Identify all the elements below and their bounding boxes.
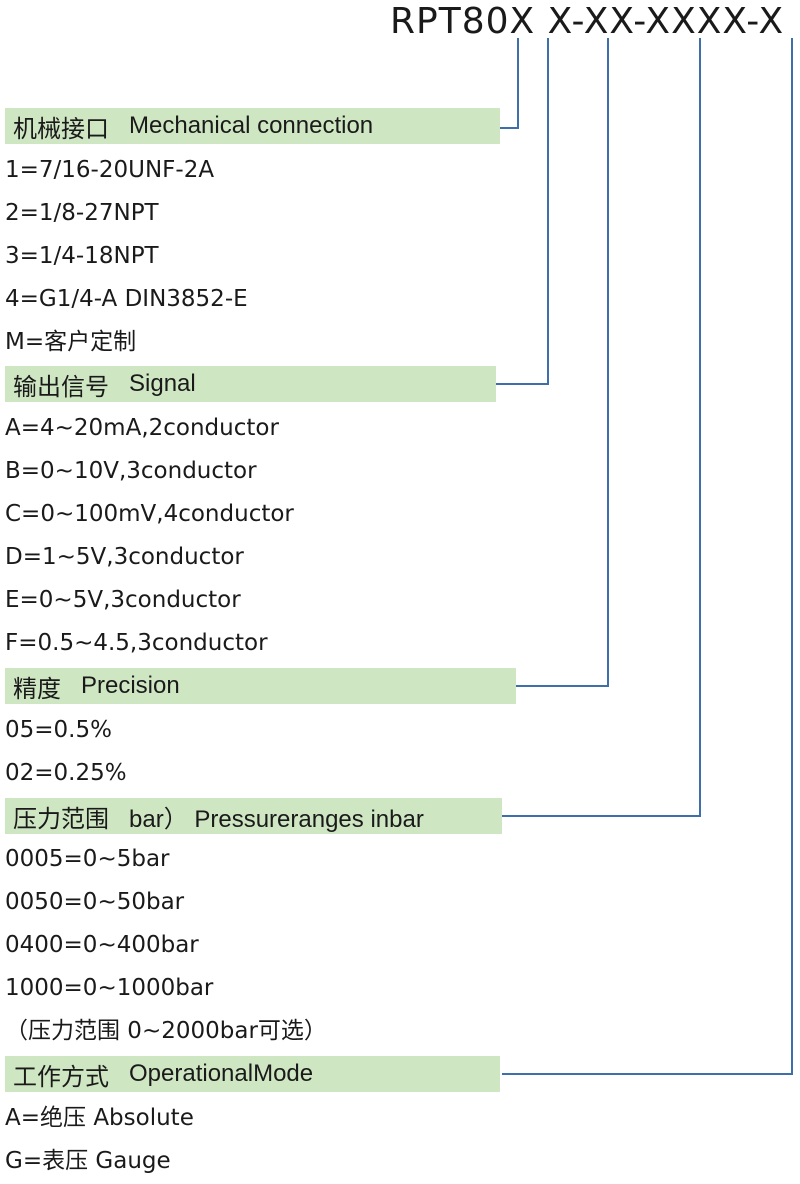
option-item: C=0~100mV,4conductor [5, 501, 294, 527]
section-title-zh: 精度 [13, 674, 61, 703]
option-item: 0400=0~400bar [5, 932, 199, 958]
option-item: B=0~10V,3conductor [5, 458, 257, 484]
option-item: 3=1/4-18NPT [5, 243, 159, 269]
section-title-en: Precision [81, 672, 180, 699]
section-header-operational-mode: 工作方式 OperationalMode [5, 1056, 500, 1092]
option-item: 1000=0~1000bar [5, 975, 214, 1001]
section-header-pressure-range: 压力范围 bar） Pressureranges inbar [5, 798, 502, 834]
option-item: M=客户定制 [5, 329, 137, 355]
section-title-en: bar） Pressureranges inbar [129, 805, 424, 833]
section-header-mechanical: 机械接口 Mechanical connection [5, 108, 500, 144]
option-item: 4=G1/4-A DIN3852-E [5, 286, 248, 312]
connector-mechanical [500, 38, 519, 129]
connector-operational-mode [502, 38, 793, 1075]
section-title-zh: 工作方式 [13, 1062, 109, 1091]
section-title-en: Signal [129, 370, 196, 397]
connector-pressure-range [502, 38, 701, 817]
option-item: 0005=0~5bar [5, 846, 170, 872]
section-header-signal: 输出信号 Signal [5, 366, 496, 402]
option-item: A=绝压 Absolute [5, 1105, 194, 1131]
section-title-en: OperationalMode [129, 1060, 314, 1087]
option-item: E=0~5V,3conductor [5, 587, 241, 613]
option-item: 05=0.5% [5, 717, 112, 743]
model-code: RPT80X X-XX-XXXX-X [390, 1, 785, 42]
section-title-en: Mechanical connection [129, 112, 374, 139]
connector-signal [496, 38, 549, 385]
connector-precision [516, 38, 609, 687]
option-item: 1=7/16-20UNF-2A [5, 157, 215, 183]
section-header-precision: 精度 Precision [5, 668, 516, 704]
option-item: F=0.5~4.5,3conductor [5, 630, 268, 656]
option-item: （压力范围 0~2000bar可选） [5, 1018, 327, 1044]
option-item: G=表压 Gauge [5, 1148, 171, 1174]
section-title-zh: 输出信号 [13, 372, 109, 401]
option-item: 0050=0~50bar [5, 889, 185, 915]
option-item: D=1~5V,3conductor [5, 544, 244, 570]
section-title-zh: 压力范围 [13, 804, 109, 833]
section-title-zh: 机械接口 [13, 114, 109, 143]
option-item: A=4~20mA,2conductor [5, 415, 279, 441]
option-item: 02=0.25% [5, 760, 127, 786]
option-item: 2=1/8-27NPT [5, 200, 159, 226]
